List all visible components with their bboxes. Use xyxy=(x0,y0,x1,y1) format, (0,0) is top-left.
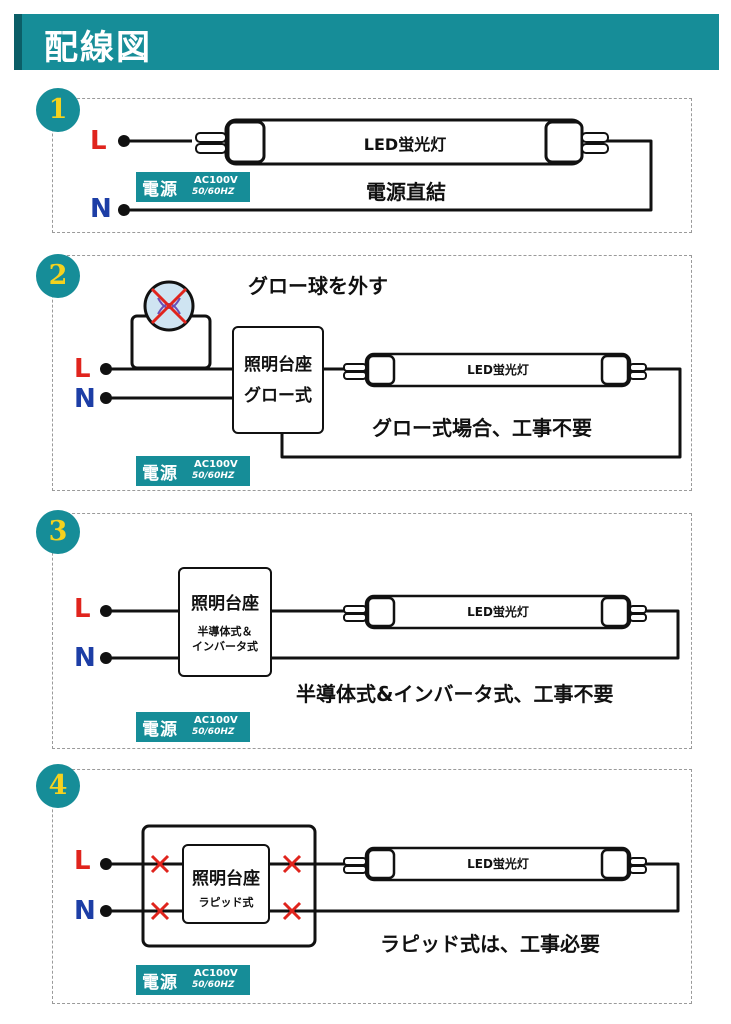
led-tube-1 xyxy=(195,118,609,166)
fixture-box-glow: 照明台座 グロー式 xyxy=(232,326,324,434)
section-header: 配線図 xyxy=(14,14,719,70)
led-tube-4 xyxy=(343,846,647,882)
terminal-dot xyxy=(100,605,112,617)
note-glow: グロー式場合、工事不要 xyxy=(372,416,592,440)
terminal-l: L xyxy=(74,594,91,624)
panel-3 xyxy=(52,513,692,749)
header-accent-bar xyxy=(14,14,22,70)
fixture-line: ラピッド式 xyxy=(198,896,254,909)
terminal-dot xyxy=(100,905,112,917)
tube-label: LED蛍光灯 xyxy=(467,363,529,377)
fixture-line: インバータ式 xyxy=(192,640,258,653)
terminal-dot xyxy=(100,652,112,664)
terminal-n: N xyxy=(90,194,112,224)
glow-starter-removed-icon xyxy=(130,280,212,370)
terminal-dot xyxy=(100,858,112,870)
fixture-line: 照明台座 xyxy=(191,594,259,614)
fixture-line: グロー式 xyxy=(244,386,312,406)
terminal-l: L xyxy=(90,126,107,156)
step-badge-1: 1 xyxy=(36,88,80,132)
step-badge-4: 4 xyxy=(36,764,80,808)
fixture-line: 照明台座 xyxy=(192,869,260,889)
note-inverter: 半導体式&インバータ式、工事不要 xyxy=(296,682,614,706)
terminal-n: N xyxy=(74,384,96,414)
terminal-dot xyxy=(118,135,130,147)
led-tube-2 xyxy=(343,352,647,388)
fixture-line: 照明台座 xyxy=(244,355,312,375)
tube-label: LED蛍光灯 xyxy=(363,135,447,154)
cut-wire-marks xyxy=(150,854,302,921)
note-remove-glow: グロー球を外す xyxy=(248,274,388,298)
page-title: 配線図 xyxy=(44,28,152,68)
panel-1 xyxy=(52,98,692,233)
tube-label: LED蛍光灯 xyxy=(467,605,529,619)
fixture-line: 半導体式＆ xyxy=(197,625,253,638)
fixture-box-rapid: 照明台座 ラピッド式 xyxy=(182,844,270,924)
terminal-dot xyxy=(100,392,112,404)
note-direct: 電源直結 xyxy=(366,180,446,204)
step-badge-2: 2 xyxy=(36,254,80,298)
terminal-n: N xyxy=(74,896,96,926)
terminal-l: L xyxy=(74,846,91,876)
terminal-n: N xyxy=(74,643,96,673)
terminal-l: L xyxy=(74,354,91,384)
tube-label: LED蛍光灯 xyxy=(467,857,529,871)
fixture-box-inverter: 照明台座 半導体式＆ インバータ式 xyxy=(178,567,272,677)
terminal-dot xyxy=(100,363,112,375)
panel-2 xyxy=(52,255,692,491)
note-rapid: ラピッド式は、工事必要 xyxy=(380,932,600,956)
panel-4 xyxy=(52,769,692,1004)
terminal-dot xyxy=(118,204,130,216)
step-badge-3: 3 xyxy=(36,510,80,554)
led-tube-3 xyxy=(343,594,647,630)
